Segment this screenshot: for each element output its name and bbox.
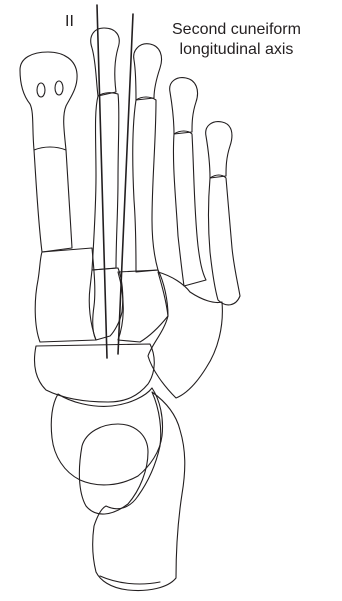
fifth-proximal-phalanx [206,122,232,178]
axis-line-second-metatarsal [97,5,107,358]
medial-cuneiform [35,248,96,342]
first-metatarsal-head-line [34,147,66,150]
third-proximal-phalanx [134,44,162,100]
second-ray [91,28,119,270]
navicular [34,344,154,402]
second-metatarsal [92,93,119,270]
talar-dome [79,424,148,514]
third-metatarsal [133,97,158,272]
first-ray [20,52,77,252]
calcaneus [93,392,185,591]
cuboid [148,272,222,398]
calcaneus-posterior-facet [100,576,160,584]
third-ray [133,44,162,272]
fourth-proximal-phalanx [170,78,198,134]
hallux-phalanx [20,52,77,252]
fifth-metatarsal [209,175,241,305]
axis-line-second-cuneiform [118,14,133,354]
midfoot-bones [35,248,222,398]
second-proximal-phalanx [91,28,119,96]
longitudinal-axis-lines [97,5,133,358]
fourth-metatarsal [173,131,206,286]
fourth-ray [170,78,206,286]
sesamoid-left [37,83,45,97]
sesamoid-right [55,81,63,95]
fifth-ray [206,122,240,305]
